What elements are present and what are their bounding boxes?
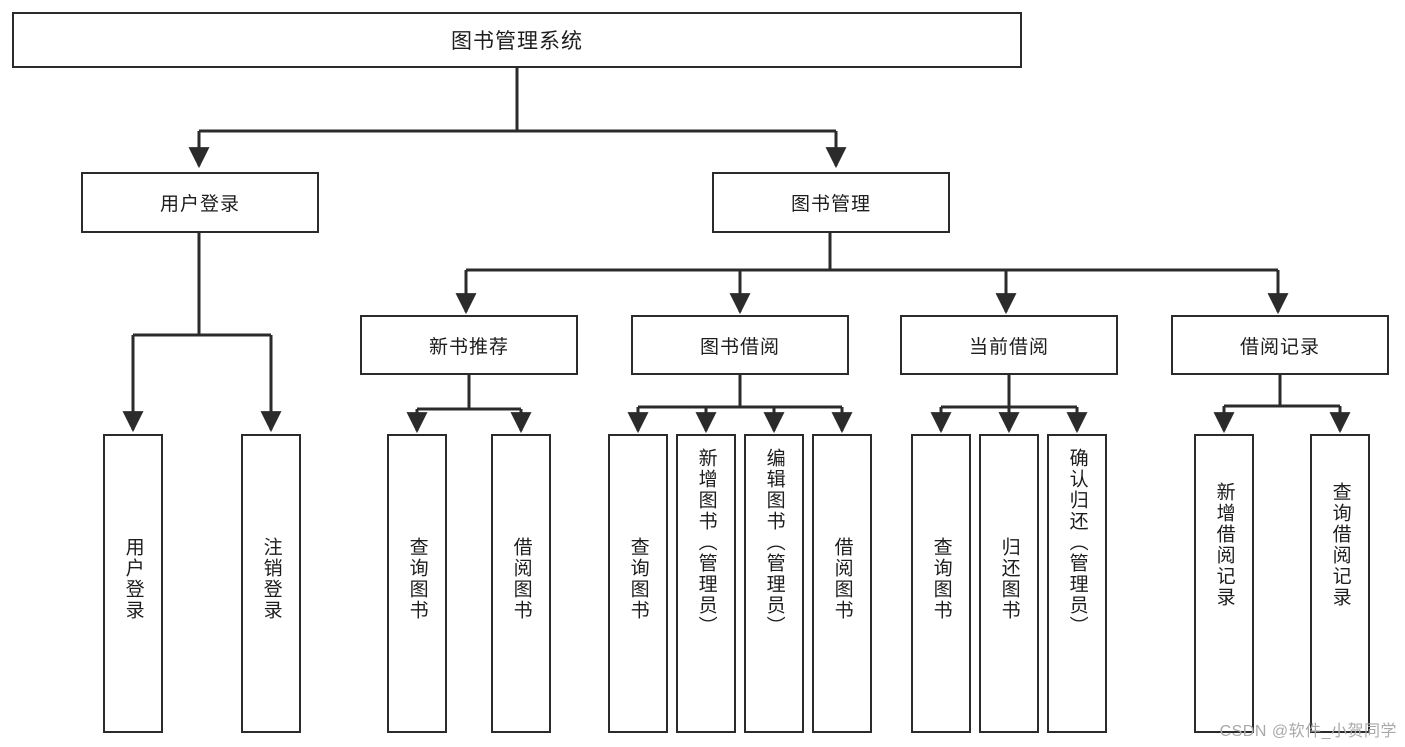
node-leaf-borrow-book-2[interactable]: 借阅图书 xyxy=(812,434,872,733)
node-leaf-add-record[interactable]: 新增借阅记录 xyxy=(1194,434,1254,733)
node-leaf-user-login[interactable]: 用户登录 xyxy=(103,434,163,733)
node-leaf-user-logout-label: 注销登录 xyxy=(260,537,282,621)
node-leaf-user-login-label: 用户登录 xyxy=(122,537,144,621)
node-leaf-query-book-1[interactable]: 查询图书 xyxy=(387,434,447,733)
node-root[interactable]: 图书管理系统 xyxy=(12,12,1022,68)
node-leaf-confirm-return[interactable]: 确认归还（管理员） xyxy=(1047,434,1107,733)
node-book-manage-label: 图书管理 xyxy=(790,194,871,215)
watermark-text: CSDN @软件_小贺同学 xyxy=(1219,723,1397,740)
node-new-book-recommend[interactable]: 新书推荐 xyxy=(360,315,578,375)
node-book-manage[interactable]: 图书管理 xyxy=(712,172,950,233)
node-leaf-confirm-return-label: 确认归还（管理员） xyxy=(1066,448,1088,637)
node-leaf-add-book[interactable]: 新增图书（管理员） xyxy=(676,434,736,733)
node-user-login-label: 用户登录 xyxy=(159,194,240,215)
node-leaf-query-record[interactable]: 查询借阅记录 xyxy=(1310,434,1370,733)
node-root-label: 图书管理系统 xyxy=(451,30,583,53)
node-leaf-user-logout[interactable]: 注销登录 xyxy=(241,434,301,733)
node-leaf-query-book-1-label: 查询图书 xyxy=(406,537,428,621)
node-new-book-recommend-label: 新书推荐 xyxy=(428,336,509,358)
node-borrow-record-label: 借阅记录 xyxy=(1239,336,1320,358)
node-leaf-borrow-book-1[interactable]: 借阅图书 xyxy=(491,434,551,733)
node-borrow-record[interactable]: 借阅记录 xyxy=(1171,315,1389,375)
node-book-borrow[interactable]: 图书借阅 xyxy=(631,315,849,375)
node-leaf-return-book-label: 归还图书 xyxy=(998,537,1020,621)
node-user-login[interactable]: 用户登录 xyxy=(81,172,319,233)
node-leaf-query-record-label: 查询借阅记录 xyxy=(1329,482,1351,608)
node-leaf-add-book-label: 新增图书（管理员） xyxy=(695,448,717,637)
node-leaf-borrow-book-2-label: 借阅图书 xyxy=(831,537,853,621)
node-leaf-return-book[interactable]: 归还图书 xyxy=(979,434,1039,733)
node-leaf-query-book-3[interactable]: 查询图书 xyxy=(911,434,971,733)
node-leaf-borrow-book-1-label: 借阅图书 xyxy=(510,537,532,621)
node-leaf-query-book-2[interactable]: 查询图书 xyxy=(608,434,668,733)
node-leaf-add-record-label: 新增借阅记录 xyxy=(1213,482,1235,608)
node-leaf-query-book-2-label: 查询图书 xyxy=(627,537,649,621)
node-leaf-query-book-3-label: 查询图书 xyxy=(930,537,952,621)
node-current-borrow-label: 当前借阅 xyxy=(968,336,1049,358)
node-book-borrow-label: 图书借阅 xyxy=(699,336,780,358)
node-current-borrow[interactable]: 当前借阅 xyxy=(900,315,1118,375)
node-leaf-edit-book-label: 编辑图书（管理员） xyxy=(763,448,785,637)
node-leaf-edit-book[interactable]: 编辑图书（管理员） xyxy=(744,434,804,733)
